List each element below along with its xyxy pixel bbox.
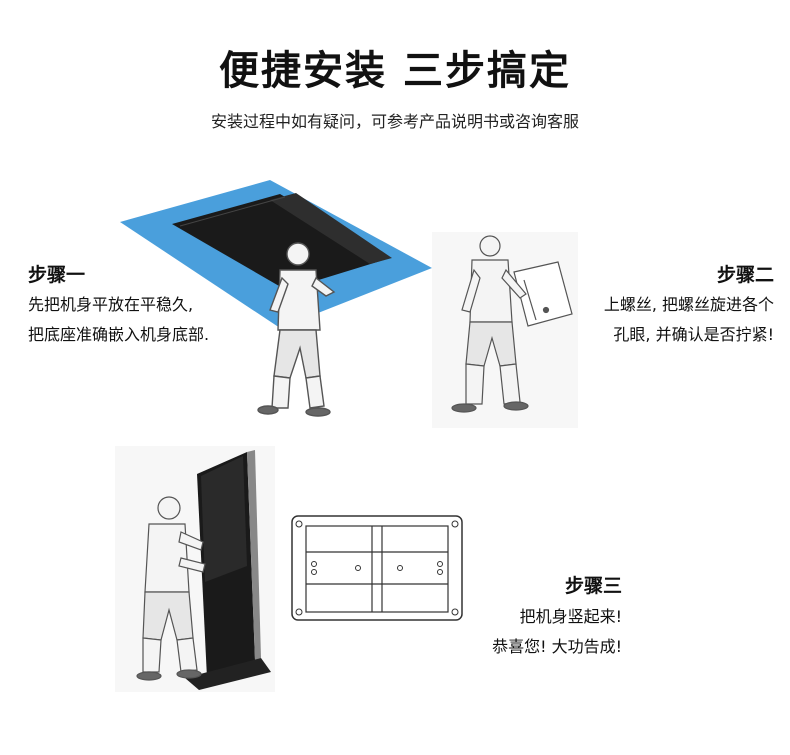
screw-hole-diagram xyxy=(291,515,463,621)
step-two-line-2: 孔眼, 并确认是否拧紧! xyxy=(613,325,774,344)
step-one-line-2: 把底座准确嵌入机身底部. xyxy=(28,325,210,344)
step-one-description: 先把机身平放在平稳久, 把底座准确嵌入机身底部. xyxy=(28,290,268,350)
step-one-line-1: 先把机身平放在平稳久, xyxy=(28,295,194,314)
person-figure xyxy=(257,242,336,417)
step-two-line-1: 上螺丝, 把螺丝旋进各个 xyxy=(603,295,774,314)
display-side-view xyxy=(513,261,573,327)
step-two-description: 上螺丝, 把螺丝旋进各个 孔眼, 并确认是否拧紧! xyxy=(560,290,774,350)
page-title: 便捷安装 三步搞定 xyxy=(219,48,571,94)
step-one-heading: 步骤一 xyxy=(28,264,86,286)
person-figure xyxy=(136,496,206,681)
display-lying-flat xyxy=(172,194,390,290)
person-figure xyxy=(451,235,529,413)
step-two-illustration xyxy=(432,232,578,428)
standing-display xyxy=(185,450,271,690)
step-two-heading: 步骤二 xyxy=(716,264,774,286)
step-one-illustration xyxy=(120,180,432,417)
step-three-line-2: 恭喜您! 大功告成! xyxy=(492,637,622,656)
step-three-illustration xyxy=(115,446,275,692)
step-three-heading: 步骤三 xyxy=(564,575,622,597)
step-three-description: 把机身竖起来! 恭喜您! 大功告成! xyxy=(440,602,622,662)
page-subtitle: 安装过程中如有疑问，可参考产品说明书或咨询客服 xyxy=(210,112,579,131)
step-three-line-1: 把机身竖起来! xyxy=(519,607,622,626)
